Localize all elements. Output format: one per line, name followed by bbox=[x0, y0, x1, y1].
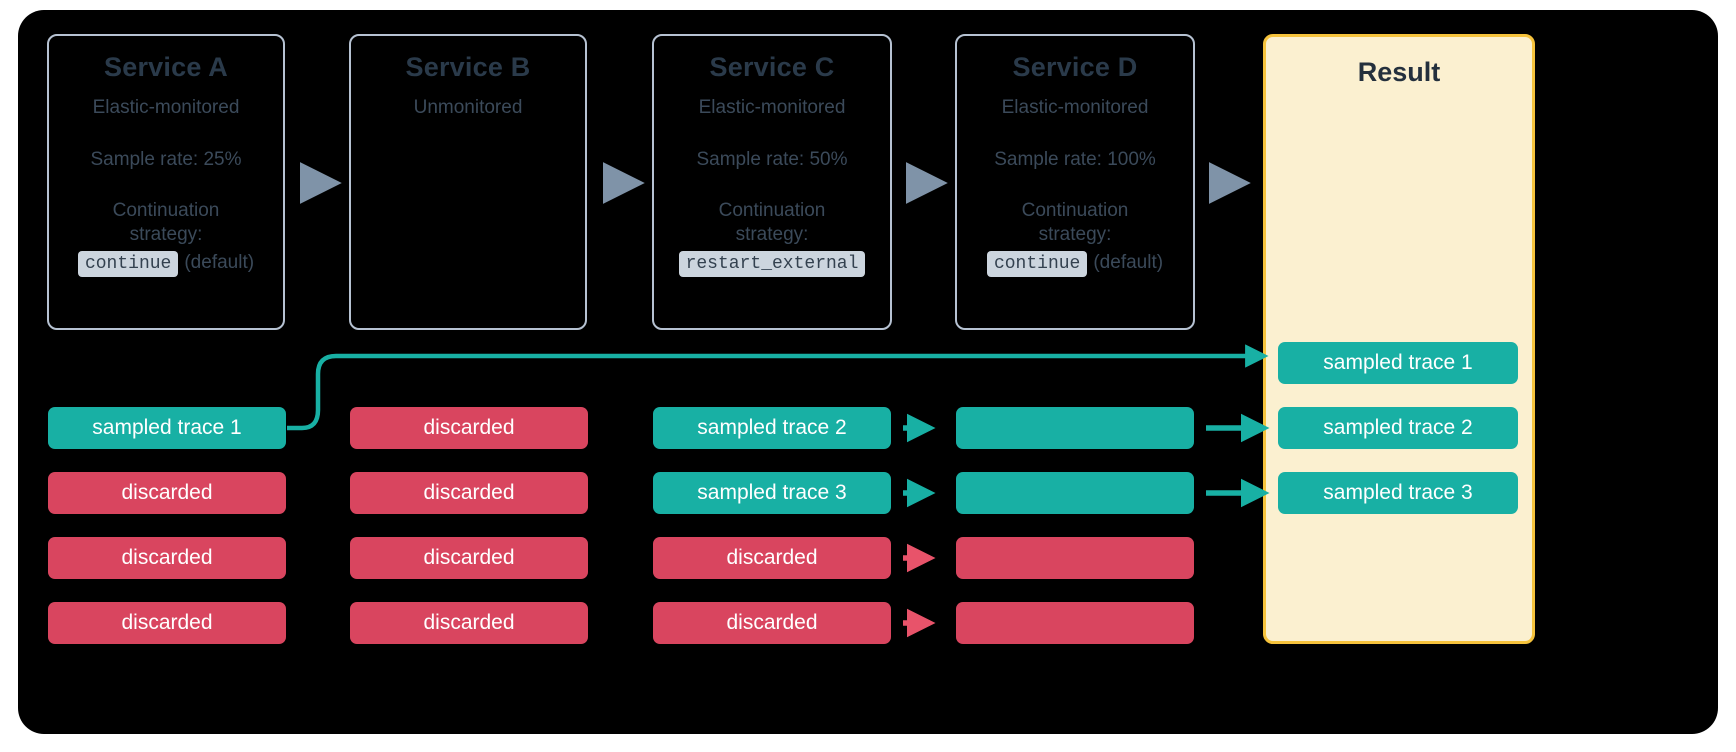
strategy-label-line1: Continuation bbox=[1021, 199, 1129, 221]
strategy-default-note: (default) bbox=[184, 252, 255, 274]
strategy-label-line2: strategy: bbox=[735, 224, 809, 246]
service-title: Service C bbox=[709, 52, 835, 82]
trace-pill-label: sampled trace 2 bbox=[697, 416, 847, 439]
result-item-3: sampled trace 3 bbox=[1278, 472, 1518, 514]
result-item-1: sampled trace 1 bbox=[1278, 342, 1518, 384]
service-sample-rate: Sample rate: 25% bbox=[90, 148, 242, 170]
result-item-label: sampled trace 3 bbox=[1323, 481, 1473, 504]
strategy-code: restart_external bbox=[678, 251, 866, 278]
service-title: Service D bbox=[1012, 52, 1138, 82]
result-title: Result bbox=[1357, 57, 1441, 87]
service-sample-rate: Sample rate: 50% bbox=[696, 148, 848, 170]
trace-pill: discarded bbox=[350, 407, 588, 449]
service-box-b: Service B Unmonitored bbox=[349, 34, 587, 330]
trace-pill: discarded bbox=[48, 602, 286, 644]
service-monitoring: Elastic-monitored bbox=[698, 97, 846, 119]
service-strategy-label: Continuation strategy: bbox=[654, 199, 890, 248]
trace-pill-label: discarded bbox=[121, 481, 213, 504]
result-box: Result bbox=[1263, 34, 1535, 644]
service-box-a: Service A Elastic-monitored Sample rate:… bbox=[47, 34, 285, 330]
trace-pill: discarded bbox=[48, 472, 286, 514]
trace-pill: discarded bbox=[350, 537, 588, 579]
result-item-label: sampled trace 1 bbox=[1323, 351, 1473, 374]
trace-pill-label: discarded bbox=[726, 611, 818, 634]
service-strategy-label: Continuation strategy: bbox=[49, 199, 283, 248]
trace-pill-label: discarded bbox=[726, 546, 818, 569]
trace-pill-label: discarded bbox=[423, 546, 515, 569]
service-box-c: Service C Elastic-monitored Sample rate:… bbox=[652, 34, 892, 330]
trace-pill: discarded bbox=[350, 602, 588, 644]
service-strategy-value: continue(default) bbox=[49, 251, 283, 278]
trace-pill: discarded bbox=[48, 537, 286, 579]
trace-pill: sampled trace 3 bbox=[653, 472, 891, 514]
trace-pill-label: discarded bbox=[423, 416, 515, 439]
trace-pill-label: discarded bbox=[121, 611, 213, 634]
trace-pill-label: sampled trace 1 bbox=[92, 416, 242, 439]
trace-pill bbox=[956, 407, 1194, 449]
trace-pill: sampled trace 1 bbox=[48, 407, 286, 449]
trace-pill: discarded bbox=[653, 537, 891, 579]
trace-pill bbox=[956, 602, 1194, 644]
service-title: Service A bbox=[104, 52, 228, 82]
service-strategy-value: continue(default) bbox=[957, 251, 1193, 278]
trace-pill: discarded bbox=[350, 472, 588, 514]
trace-pill-label: sampled trace 3 bbox=[697, 481, 847, 504]
service-monitoring: Elastic-monitored bbox=[92, 97, 240, 119]
service-monitoring: Elastic-monitored bbox=[1001, 97, 1149, 119]
trace-pill-label: discarded bbox=[423, 611, 515, 634]
trace-pill-label: discarded bbox=[423, 481, 515, 504]
strategy-label-line1: Continuation bbox=[112, 199, 220, 221]
strategy-label-line2: strategy: bbox=[129, 224, 203, 246]
service-sample-rate: Sample rate: 100% bbox=[994, 148, 1156, 170]
result-item-2: sampled trace 2 bbox=[1278, 407, 1518, 449]
strategy-code: continue bbox=[986, 251, 1088, 278]
trace-pill-label: discarded bbox=[121, 546, 213, 569]
service-monitoring: Unmonitored bbox=[413, 97, 523, 119]
service-title: Service B bbox=[405, 52, 531, 82]
service-strategy-value: restart_external bbox=[654, 251, 890, 278]
result-item-label: sampled trace 2 bbox=[1323, 416, 1473, 439]
strategy-label-line2: strategy: bbox=[1038, 224, 1112, 246]
strategy-label-line1: Continuation bbox=[718, 199, 826, 221]
strategy-default-note: (default) bbox=[1093, 252, 1164, 274]
trace-pill bbox=[956, 472, 1194, 514]
trace-pill: sampled trace 2 bbox=[653, 407, 891, 449]
service-strategy-label: Continuation strategy: bbox=[957, 199, 1193, 248]
service-box-d: Service D Elastic-monitored Sample rate:… bbox=[955, 34, 1195, 330]
trace-pill: discarded bbox=[653, 602, 891, 644]
trace-pill bbox=[956, 537, 1194, 579]
strategy-code: continue bbox=[77, 251, 179, 278]
